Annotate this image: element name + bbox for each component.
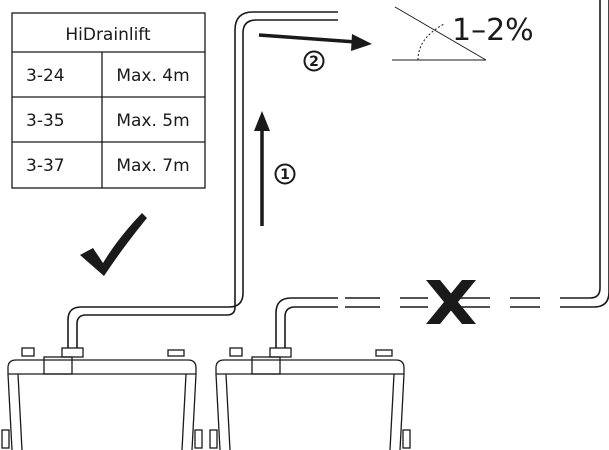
table-cell-model: 3-35 <box>26 111 65 131</box>
table-cell-model: 3-24 <box>26 66 65 86</box>
table-border <box>11 12 206 189</box>
table-cell-max-height: Max. 4m <box>116 66 189 86</box>
step-number: 2 <box>309 54 319 70</box>
table-cell-max-height: Max. 7m <box>116 156 189 176</box>
check-mark-icon <box>80 213 147 276</box>
slope-label: 1–2% <box>452 13 534 48</box>
lifting-unit-right <box>209 347 411 450</box>
model-height-table <box>11 12 206 189</box>
step-arrow-up <box>254 111 270 226</box>
step-badge <box>303 50 325 72</box>
cross-mark-icon <box>426 280 476 324</box>
table-header: HiDrainlift <box>65 25 151 45</box>
slope-indicator <box>392 6 487 61</box>
step-arrow-right <box>258 33 372 51</box>
table-cell-max-height: Max. 5m <box>116 111 189 131</box>
discharge-pipe-correct <box>67 11 338 348</box>
step-badge <box>274 163 296 185</box>
lifting-unit-left <box>1 347 203 450</box>
step-number: 1 <box>280 167 290 183</box>
table-cell-model: 3-37 <box>26 156 65 176</box>
